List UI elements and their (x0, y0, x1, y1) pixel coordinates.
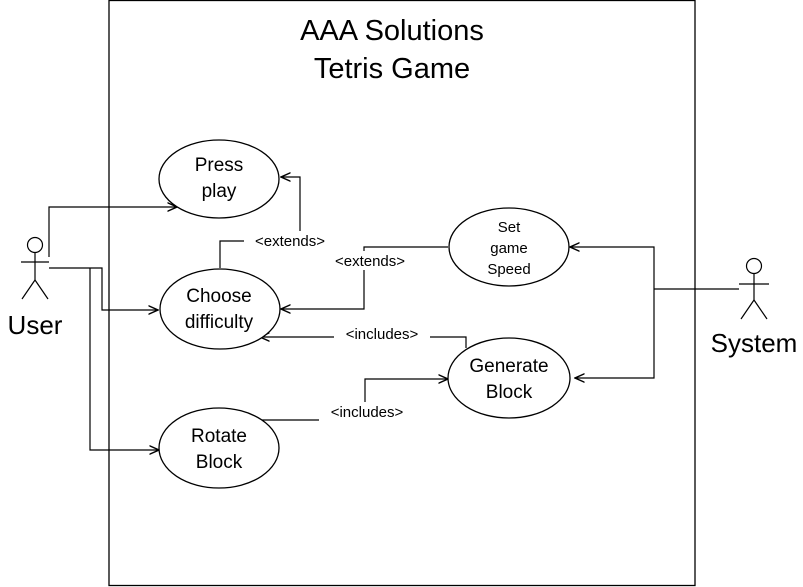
use-case-press-play[interactable] (158, 139, 280, 219)
label-bg (334, 324, 430, 343)
label-bg (244, 231, 336, 250)
generate-block-line1: Generate (469, 356, 548, 377)
use-case-generate-block[interactable] (447, 337, 571, 419)
system-to-generate-block-edge (575, 289, 655, 378)
includes-label-1: <includes> (346, 326, 419, 343)
generate-block-line2: Block (486, 382, 533, 403)
actor-user-label: User (8, 310, 63, 340)
actor-system-label: System (711, 328, 798, 358)
rotate-block-line2: Block (196, 452, 243, 473)
actor-system-right-leg (753, 299, 768, 320)
label-bg (324, 251, 416, 270)
system-to-set-speed-edge (570, 247, 655, 289)
set-game-speed-line2: game (490, 240, 528, 257)
actor-system[interactable] (739, 257, 769, 320)
rotate-block-line1: Rotate (191, 426, 247, 447)
set-game-speed-line1: Set (498, 219, 521, 236)
actor-user[interactable] (21, 236, 49, 300)
label-bg (319, 402, 415, 421)
actor-user-left-leg (21, 279, 36, 300)
actor-system-left-leg (740, 299, 755, 320)
extends-label-1: <extends> (255, 233, 325, 250)
use-case-choose-difficulty[interactable] (159, 268, 281, 350)
choose-difficulty-line2: difficulty (185, 312, 254, 333)
use-case-rotate-block[interactable] (158, 407, 280, 489)
press-play-line2: play (202, 181, 237, 202)
set-game-speed-line3: Speed (487, 261, 530, 278)
actor-system-head (745, 257, 763, 275)
includes-generate-to-choose-edge (260, 337, 467, 348)
user-to-choose-difficulty-edge (49, 267, 158, 310)
extends-label-2: <extends> (335, 253, 405, 270)
press-play-line1: Press (195, 155, 244, 176)
system-title-line1: AAA Solutions (300, 15, 484, 47)
includes-label-2: <includes> (331, 404, 404, 421)
choose-difficulty-line1: Choose (186, 286, 252, 307)
user-to-rotate-block-edge (89, 268, 159, 450)
use-case-set-game-speed[interactable] (448, 207, 570, 287)
includes-rotate-to-generate-edge (262, 379, 448, 421)
actor-user-head (26, 236, 44, 254)
system-title-line2: Tetris Game (314, 53, 470, 85)
extends-speed-to-choose-edge (281, 246, 448, 309)
user-to-press-play-edge (48, 207, 177, 257)
actor-user-right-leg (34, 279, 49, 300)
